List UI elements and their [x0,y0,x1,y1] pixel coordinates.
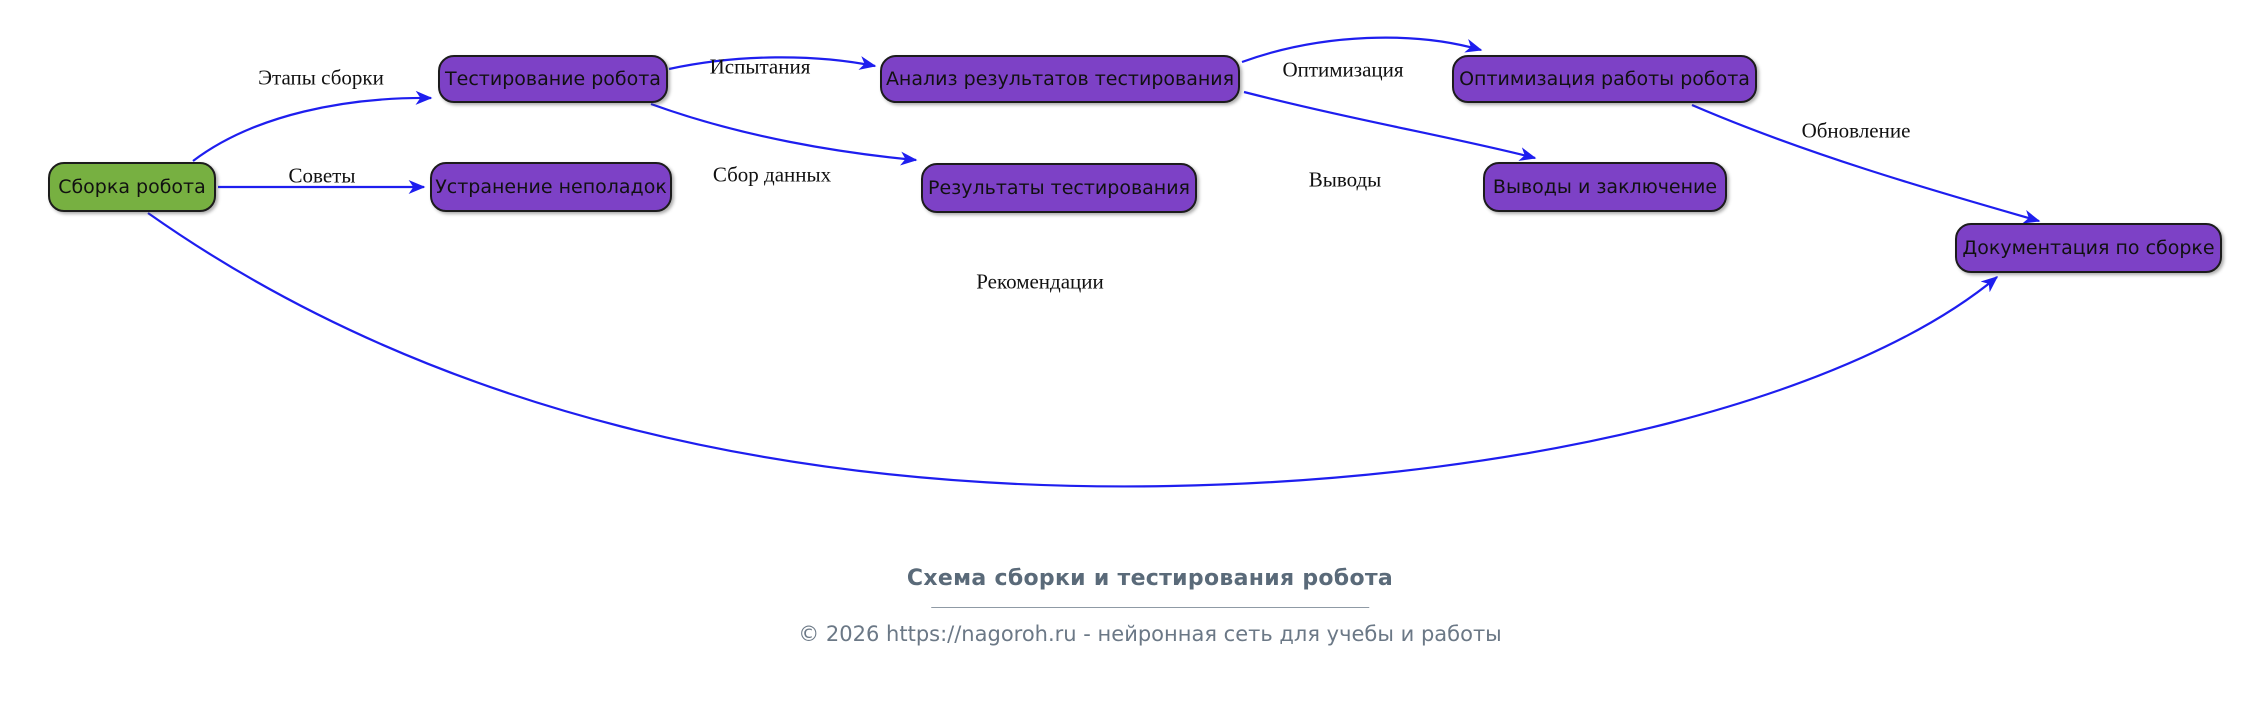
edge-label-optimization: Оптимизация [1282,57,1404,82]
node-testing-label: Тестирование робота [445,68,661,90]
node-testing: Тестирование робота [438,55,668,103]
edge-label-update: Обновление [1801,118,1911,143]
node-analysis-label: Анализ результатов тестирования [885,68,1235,90]
node-optimization-label: Оптимизация работы робота [1459,68,1750,90]
edge-testing-to-analysis [668,56,877,71]
edge-label-tips: Советы [288,163,356,188]
node-troubleshooting: Устранение неполадок [430,162,672,212]
node-analysis: Анализ результатов тестирования [880,55,1240,103]
copyright-text: © 2026 https://nagoroh.ru - нейронная се… [798,622,1502,646]
edge-analysis-to-optimization [1241,36,1483,64]
edge-label-data-collection: Сбор данных [712,162,832,187]
edge-assembly-to-testing [192,90,433,162]
node-conclusions-label: Выводы и заключение [1492,176,1718,198]
node-documentation-label: Документация по сборке [1962,237,2215,259]
node-documentation: Документация по сборке [1955,223,2222,273]
edge-optimization-to-documentation [1691,103,2041,224]
node-assembly: Сборка робота [48,162,216,212]
diagram-title: Схема сборки и тестирования робота [906,566,1394,591]
edge-analysis-to-conclusions [1243,90,1537,161]
edge-label-recommendations: Рекомендации [976,269,1104,294]
node-conclusions: Выводы и заключение [1483,162,1727,212]
node-results: Результаты тестирования [921,163,1197,213]
edge-testing-to-results [650,102,918,166]
edge-label-stages: Этапы сборки [258,65,384,90]
node-troubleshooting-label: Устранение неполадок [435,176,667,198]
edge-label-conclusions: Выводы [1308,167,1382,192]
diagram-footer: Схема сборки и тестирования робота © 202… [798,566,1502,646]
edge-label-trials: Испытания [709,54,811,79]
footer-divider [930,607,1369,608]
node-assembly-label: Сборка робота [58,176,206,198]
edge-assembly-to-documentation [147,212,1999,488]
node-optimization: Оптимизация работы робота [1452,55,1757,103]
node-results-label: Результаты тестирования [927,177,1190,199]
